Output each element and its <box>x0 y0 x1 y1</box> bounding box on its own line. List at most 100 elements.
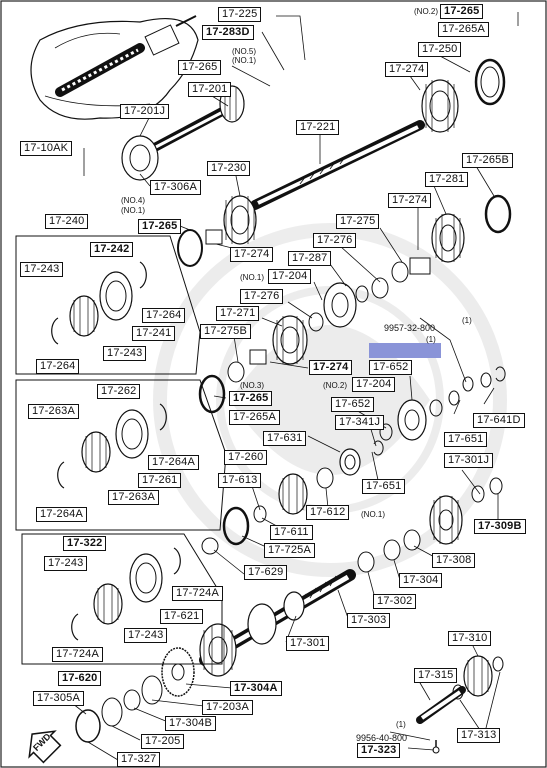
part-label-17-283d[interactable]: 17-283D <box>202 25 254 40</box>
part-label-17-203a[interactable]: 17-203A <box>202 700 253 715</box>
part-label-17-652-a[interactable]: 17-652 <box>369 360 413 375</box>
part-label-17-613[interactable]: 17-613 <box>218 473 262 488</box>
part-label-17-243-d[interactable]: 17-243 <box>124 628 168 643</box>
part-label-17-271[interactable]: 17-271 <box>216 306 260 321</box>
part-label-17-242[interactable]: 17-242 <box>90 242 134 257</box>
note-no1-17-612: (NO.1) <box>361 510 385 519</box>
countershaft-17-301 <box>199 569 356 677</box>
part-label-17-250[interactable]: 17-250 <box>418 42 462 57</box>
part-label-17-205[interactable]: 17-205 <box>141 734 185 749</box>
part-label-17-204-a[interactable]: 17-204 <box>268 269 312 284</box>
note-no5: (NO.5) <box>232 47 256 56</box>
part-label-17-313[interactable]: 17-313 <box>457 728 501 743</box>
counter-gear-17-308 <box>357 477 503 573</box>
part-label-17-265-c[interactable]: 17-265 <box>229 391 273 406</box>
part-label-17-201j[interactable]: 17-201J <box>120 104 170 119</box>
part-label-17-724a-b[interactable]: 17-724A <box>52 647 103 662</box>
synchro-ring-top-right <box>474 58 506 106</box>
part-label-17-620[interactable]: 17-620 <box>58 671 102 686</box>
part-label-17-274-top-right[interactable]: 17-274 <box>385 62 429 77</box>
part-label-17-240[interactable]: 17-240 <box>45 214 89 229</box>
part-label-17-629[interactable]: 17-629 <box>244 565 288 580</box>
note-no1-top: (NO.1) <box>232 56 256 65</box>
part-label-17-264a-a[interactable]: 17-264A <box>148 455 199 470</box>
part-label-17-305a[interactable]: 17-305A <box>33 691 84 706</box>
part-label-17-265-top[interactable]: 17-265 <box>178 60 222 75</box>
part-label-17-265a-top-right[interactable]: 17-265A <box>438 22 489 37</box>
highlighted-part-marker[interactable] <box>369 343 441 358</box>
note-no4: (NO.4) <box>121 196 145 205</box>
part-label-17-309b[interactable]: 17-309B <box>474 519 526 534</box>
part-label-17-263a-a[interactable]: 17-263A <box>28 404 79 419</box>
part-label-17-611[interactable]: 17-611 <box>270 525 313 540</box>
part-label-17-621[interactable]: 17-621 <box>160 609 204 624</box>
part-label-17-265b[interactable]: 17-265B <box>462 153 513 168</box>
part-label-17-274-a[interactable]: 17-274 <box>230 247 274 262</box>
part-label-17-243-c[interactable]: 17-243 <box>44 556 88 571</box>
part-label-17-276-b[interactable]: 17-276 <box>240 289 284 304</box>
note-part-9956-40-800: 9956-40-800 <box>356 733 408 743</box>
transmission-case-inset <box>30 15 199 120</box>
part-label-17-276-a[interactable]: 17-276 <box>313 233 357 248</box>
part-label-17-341j[interactable]: 17-341J <box>335 415 385 430</box>
part-label-17-724a-a[interactable]: 17-724A <box>172 586 223 601</box>
part-label-17-243-a[interactable]: 17-243 <box>20 262 64 277</box>
part-label-17-275[interactable]: 17-275 <box>336 214 380 229</box>
part-label-17-310[interactable]: 17-310 <box>448 631 492 646</box>
part-label-17-641d[interactable]: 17-641D <box>473 413 525 428</box>
part-label-17-261[interactable]: 17-261 <box>138 473 182 488</box>
part-label-17-303[interactable]: 17-303 <box>347 613 391 628</box>
part-label-17-241[interactable]: 17-241 <box>132 326 176 341</box>
part-label-17-302[interactable]: 17-302 <box>373 594 417 609</box>
part-label-17-274-b[interactable]: 17-274 <box>388 193 432 208</box>
part-label-17-10ak[interactable]: 17-10AK <box>20 141 73 156</box>
part-label-17-201[interactable]: 17-201 <box>188 82 232 97</box>
part-label-17-301[interactable]: 17-301 <box>286 636 330 651</box>
part-label-17-287[interactable]: 17-287 <box>288 251 332 266</box>
part-label-17-323[interactable]: 17-323 <box>357 743 401 758</box>
part-label-17-304a[interactable]: 17-304A <box>230 681 282 696</box>
note-part-9957-32-800: 9957-32-800 <box>384 323 436 333</box>
note-no2-17-204: (NO.2) <box>323 381 347 390</box>
part-label-17-301j[interactable]: 17-301J <box>444 453 494 468</box>
part-label-17-265a-c[interactable]: 17-265A <box>229 410 280 425</box>
part-label-17-306a[interactable]: 17-306A <box>150 180 201 195</box>
part-label-17-264-a[interactable]: 17-264 <box>142 308 186 323</box>
part-label-17-652-b[interactable]: 17-652 <box>331 397 375 412</box>
part-label-17-308[interactable]: 17-308 <box>432 553 476 568</box>
note-no2-top-right: (NO.2) <box>414 7 438 16</box>
part-label-17-725a[interactable]: 17-725A <box>264 543 315 558</box>
assembly-box-17-240 <box>15 235 201 375</box>
part-label-17-304[interactable]: 17-304 <box>399 573 443 588</box>
part-label-17-304b[interactable]: 17-304B <box>165 716 216 731</box>
note-qty-9957-b: (1) <box>426 335 436 344</box>
part-label-17-651-a[interactable]: 17-651 <box>444 432 488 447</box>
part-label-17-651-b[interactable]: 17-651 <box>362 479 406 494</box>
part-label-17-260[interactable]: 17-260 <box>224 450 268 465</box>
bearing-17-287 <box>308 282 369 332</box>
part-label-17-631[interactable]: 17-631 <box>263 431 307 446</box>
part-label-17-264-b[interactable]: 17-264 <box>36 359 80 374</box>
note-qty-9957-a: (1) <box>462 316 472 325</box>
part-label-17-230[interactable]: 17-230 <box>207 161 251 176</box>
part-label-17-327[interactable]: 17-327 <box>117 752 161 767</box>
part-label-17-265-mid[interactable]: 17-265 <box>138 219 182 234</box>
part-label-17-612[interactable]: 17-612 <box>306 505 350 520</box>
part-label-17-262[interactable]: 17-262 <box>97 384 141 399</box>
gear-17-271 <box>198 315 308 414</box>
note-qty-9956: (1) <box>396 720 406 729</box>
part-label-17-264a-b[interactable]: 17-264A <box>36 507 87 522</box>
part-label-17-204-b[interactable]: 17-204 <box>352 377 396 392</box>
part-label-17-281[interactable]: 17-281 <box>425 172 469 187</box>
part-label-17-322[interactable]: 17-322 <box>63 536 107 551</box>
part-label-17-221[interactable]: 17-221 <box>296 120 340 135</box>
part-label-17-225[interactable]: 17-225 <box>218 7 262 22</box>
part-label-17-274-c[interactable]: 17-274 <box>309 360 353 375</box>
note-no1-mid: (NO.1) <box>121 206 145 215</box>
part-label-17-263a-b[interactable]: 17-263A <box>108 490 159 505</box>
part-label-17-275b[interactable]: 17-275B <box>200 324 251 339</box>
part-label-17-265-top-right[interactable]: 17-265 <box>440 4 484 19</box>
part-label-17-243-b[interactable]: 17-243 <box>103 346 147 361</box>
part-label-17-315[interactable]: 17-315 <box>414 668 458 683</box>
